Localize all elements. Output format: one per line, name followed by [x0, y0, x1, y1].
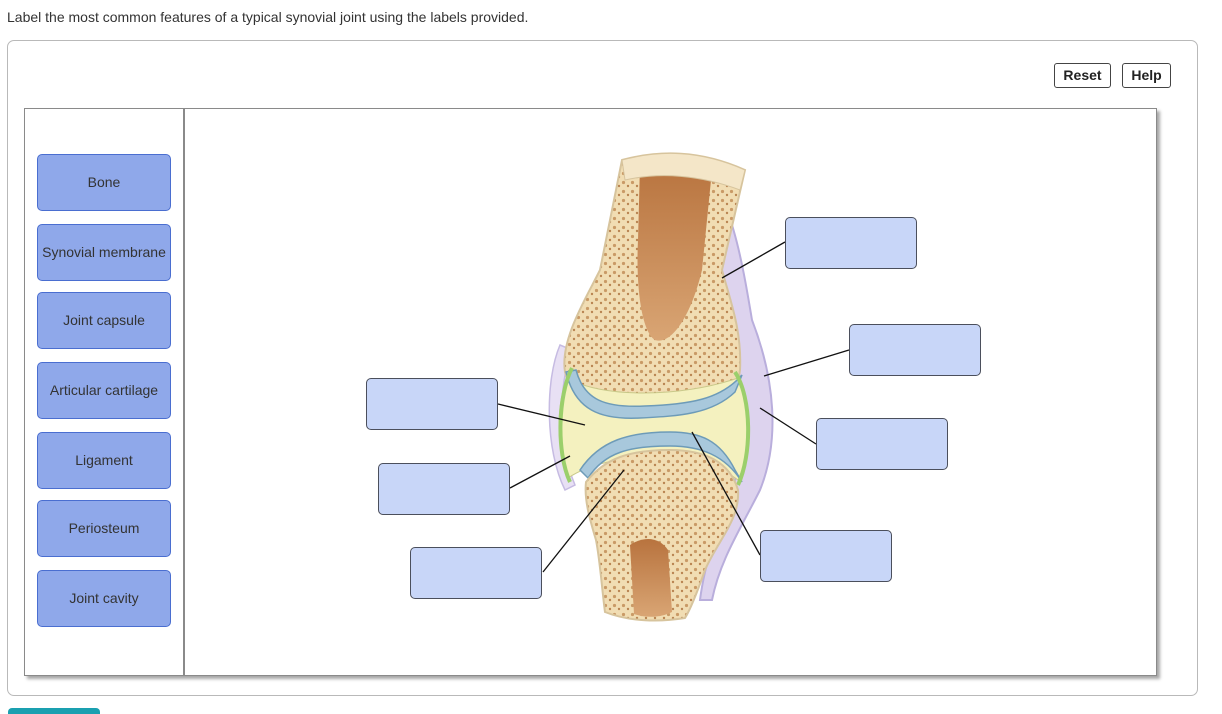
lower-marrow-shape — [630, 538, 672, 617]
upper-marrow-shape — [637, 161, 712, 341]
label-tile-ligament[interactable]: Ligament — [37, 432, 171, 489]
label-tile-bone[interactable]: Bone — [37, 154, 171, 211]
instructions-text: Label the most common features of a typi… — [7, 9, 529, 25]
help-button[interactable]: Help — [1122, 63, 1171, 88]
label-tile-synovial-membrane[interactable]: Synovial membrane — [37, 224, 171, 281]
lower-cartilage-shape — [579, 431, 743, 483]
ligament-shape — [548, 344, 576, 492]
drop-target-2[interactable] — [849, 324, 981, 376]
submit-tab[interactable] — [8, 708, 100, 714]
drop-target-4[interactable] — [760, 530, 892, 582]
drop-target-6[interactable] — [378, 463, 510, 515]
drop-target-5[interactable] — [366, 378, 498, 430]
label-tile-joint-cavity[interactable]: Joint cavity — [37, 570, 171, 627]
drop-target-7[interactable] — [410, 547, 542, 599]
upper-cartilage-shape — [565, 369, 743, 419]
drop-target-3[interactable] — [816, 418, 948, 470]
lower-bone-shape — [584, 448, 740, 622]
label-tile-articular-cartilage[interactable]: Articular cartilage — [37, 362, 171, 419]
label-tile-periosteum[interactable]: Periosteum — [37, 500, 171, 557]
label-bank — [24, 108, 185, 676]
label-tile-joint-capsule[interactable]: Joint capsule — [37, 292, 171, 349]
drop-target-1[interactable] — [785, 217, 917, 269]
reset-button[interactable]: Reset — [1054, 63, 1111, 88]
leader-lines — [497, 241, 850, 573]
synovial-membrane-shape — [558, 367, 574, 483]
